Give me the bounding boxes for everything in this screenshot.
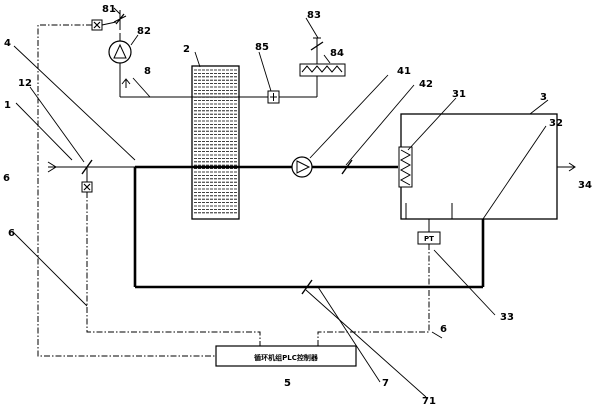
heat-exchanger [191, 65, 240, 220]
ref-8: 8 [144, 66, 151, 77]
ref-3: 3 [540, 92, 547, 103]
ref-85: 85 [255, 42, 269, 53]
heat-exchanger-fins [194, 69, 237, 214]
ref-12: 12 [18, 78, 32, 89]
ref-82: 82 [137, 26, 151, 37]
ref-84: 84 [330, 48, 344, 59]
reference-labels: 1 12 4 6 6 6 2 8 81 82 83 84 85 41 42 3 … [3, 4, 592, 407]
main-pipe-loop [48, 165, 485, 289]
ref-2: 2 [183, 44, 190, 55]
up-arrow-icon [121, 78, 131, 88]
ref-41: 41 [397, 66, 411, 77]
valve-71-icon [301, 279, 313, 295]
sensor-label: PT [424, 235, 434, 243]
ref-6-lower: 6 [8, 228, 15, 239]
actuator-box-top [91, 19, 117, 31]
ref-31: 31 [452, 89, 466, 100]
plc-controller-label: 循环机组PLC控制器 [254, 353, 319, 362]
ref-6-right: 6 [440, 324, 447, 335]
pressure-transmitter: PT [417, 219, 441, 245]
ref-71: 71 [422, 396, 436, 407]
tank-sump-walls [405, 203, 453, 219]
ref-34: 34 [578, 180, 592, 191]
plc-controller: 循环机组PLC控制器 [215, 345, 357, 367]
flow-meter-85-icon [267, 90, 280, 104]
valve-81-icon [113, 10, 127, 41]
ref-7: 7 [382, 378, 389, 389]
ref-42: 42 [419, 79, 433, 90]
leader-lines [13, 7, 549, 398]
valve-83-icon [310, 37, 324, 63]
ref-33: 33 [500, 312, 514, 323]
ref-4: 4 [4, 38, 11, 49]
ref-6-left: 6 [3, 173, 10, 184]
heater-coil-31-icon [398, 146, 413, 188]
outlet-arrow-icon [557, 162, 576, 172]
inlet-arrow-icon [47, 161, 57, 173]
pump-82-icon [108, 40, 132, 64]
valve-42-icon [341, 159, 353, 175]
ref-5: 5 [284, 378, 291, 389]
pump-41-icon [291, 156, 313, 178]
storage-tank [400, 113, 558, 220]
filter-84-icon [299, 63, 346, 77]
signal-lines [37, 24, 430, 357]
ref-1: 1 [4, 100, 11, 111]
ref-81: 81 [102, 4, 116, 15]
ref-83: 83 [307, 10, 321, 21]
ref-32: 32 [549, 118, 563, 129]
